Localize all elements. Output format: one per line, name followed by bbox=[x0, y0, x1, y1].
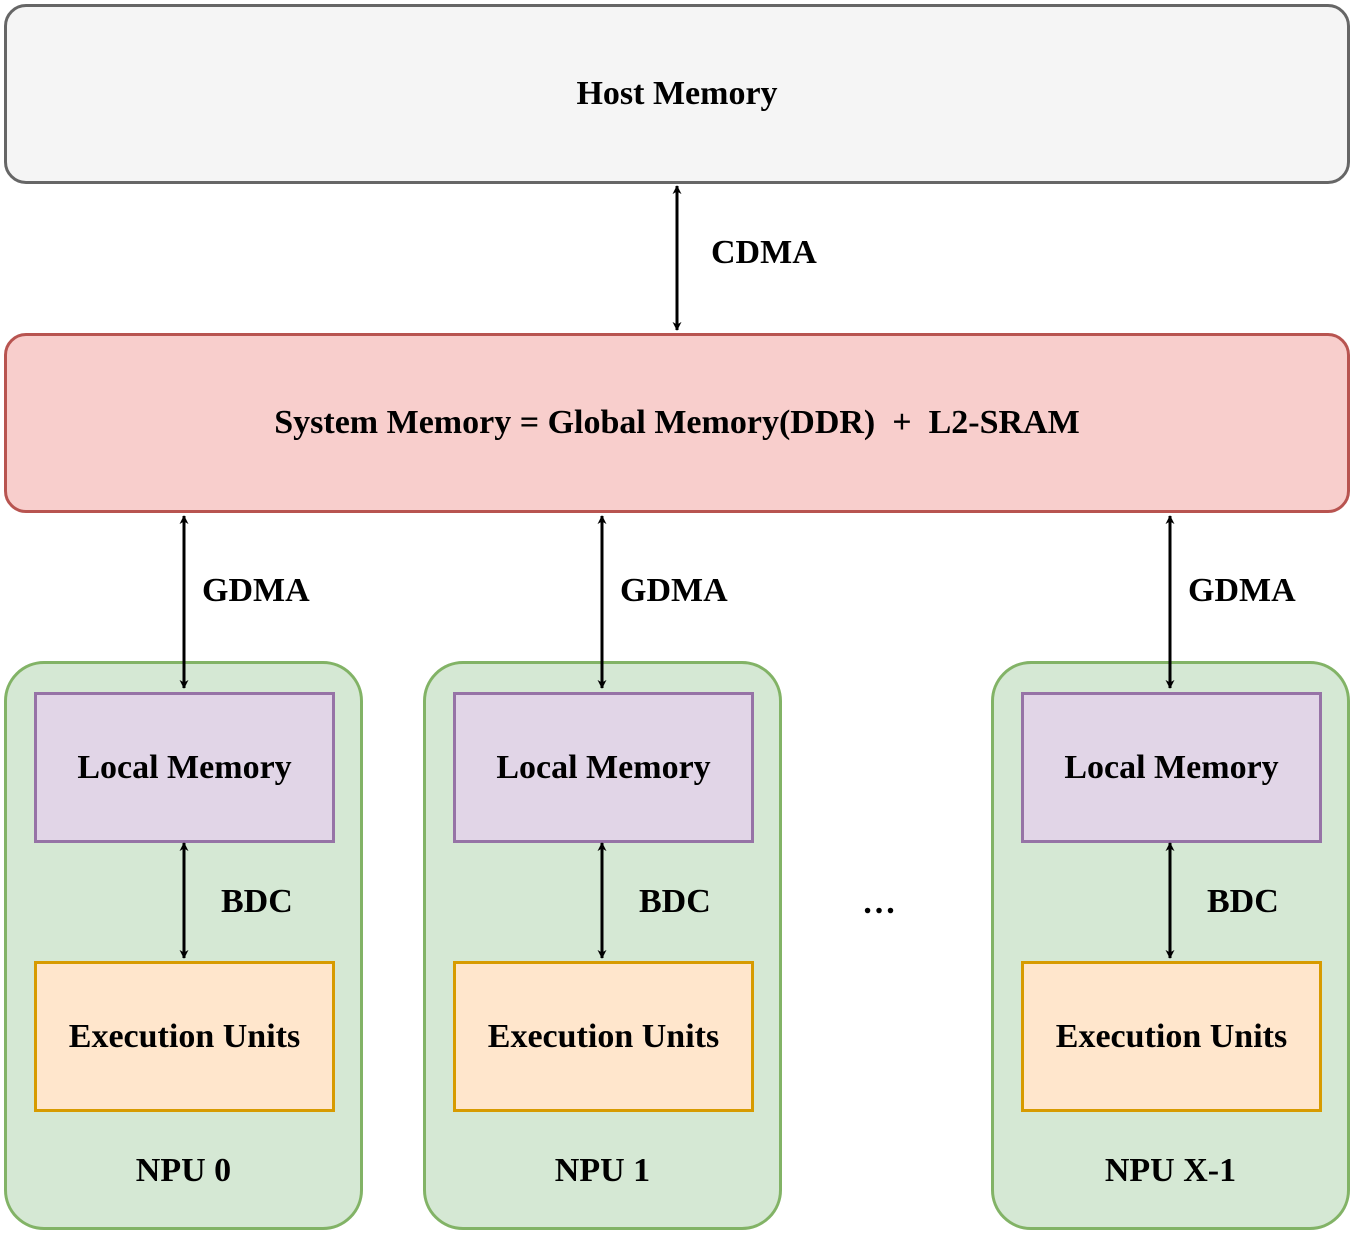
local-memory-box: Local Memory bbox=[34, 692, 335, 843]
local-memory-box: Local Memory bbox=[1021, 692, 1322, 843]
system-memory-box: System Memory = Global Memory(DDR) + L2-… bbox=[4, 333, 1350, 513]
execution-units-box: Execution Units bbox=[453, 961, 754, 1112]
execution-units-label: Execution Units bbox=[487, 1017, 720, 1055]
local-memory-label: Local Memory bbox=[77, 748, 292, 786]
host-memory-box: Host Memory bbox=[4, 4, 1350, 184]
host-memory-label: Host Memory bbox=[576, 75, 778, 112]
bdc-label: BDC bbox=[221, 883, 293, 920]
gdma-label: GDMA bbox=[620, 572, 728, 609]
npu-name-label: NPU X-1 bbox=[1104, 1152, 1237, 1189]
execution-units-label: Execution Units bbox=[1055, 1017, 1288, 1055]
ellipsis-label: … bbox=[862, 884, 896, 921]
execution-units-box: Execution Units bbox=[1021, 961, 1322, 1112]
cdma-label: CDMA bbox=[711, 234, 817, 271]
npu-name-label: NPU 0 bbox=[135, 1152, 232, 1189]
local-memory-box: Local Memory bbox=[453, 692, 754, 843]
local-memory-label: Local Memory bbox=[496, 748, 711, 786]
npu-1-box: Local Memory Execution Units NPU 1 bbox=[423, 661, 782, 1230]
gdma-label: GDMA bbox=[202, 572, 310, 609]
bdc-label: BDC bbox=[1207, 883, 1279, 920]
execution-units-box: Execution Units bbox=[34, 961, 335, 1112]
system-memory-label: System Memory = Global Memory(DDR) + L2-… bbox=[274, 404, 1080, 441]
local-memory-label: Local Memory bbox=[1064, 748, 1279, 786]
npu-name-label: NPU 1 bbox=[554, 1152, 651, 1189]
npu-0-box: Local Memory Execution Units NPU 0 bbox=[4, 661, 363, 1230]
execution-units-label: Execution Units bbox=[68, 1017, 301, 1055]
gdma-label: GDMA bbox=[1188, 572, 1296, 609]
bdc-label: BDC bbox=[639, 883, 711, 920]
